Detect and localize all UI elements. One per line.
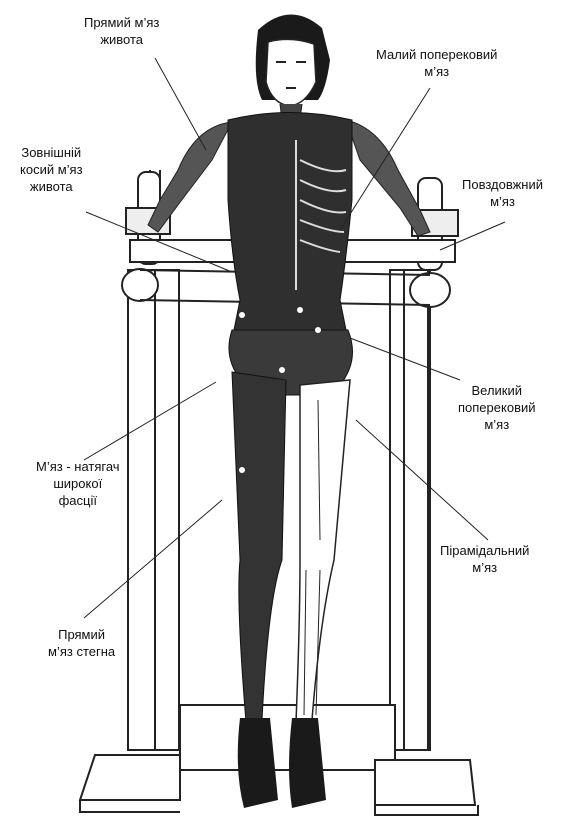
left-leg (232, 372, 286, 722)
label-piriformis: Пірамідальний м’яз (440, 542, 529, 576)
label-psoas-major: Великий поперековий м’яз (458, 382, 536, 433)
label-longissimus: Повздовжний м’яз (462, 176, 543, 210)
label-rectus-abdominis: Прямий м’яз живота (84, 14, 159, 48)
label-tensor-fasciae-latae: М’яз - натягач широкої фасції (36, 458, 120, 509)
right-leg-skeleton (296, 380, 350, 722)
torso (228, 113, 352, 341)
label-external-oblique: Зовнішній косий м’яз живота (20, 144, 83, 195)
figure (148, 14, 430, 808)
right-arm (346, 120, 430, 236)
label-rectus-femoris: Прямий м’яз стегна (48, 626, 115, 660)
label-psoas-minor: Малий поперековий м’яз (376, 46, 497, 80)
